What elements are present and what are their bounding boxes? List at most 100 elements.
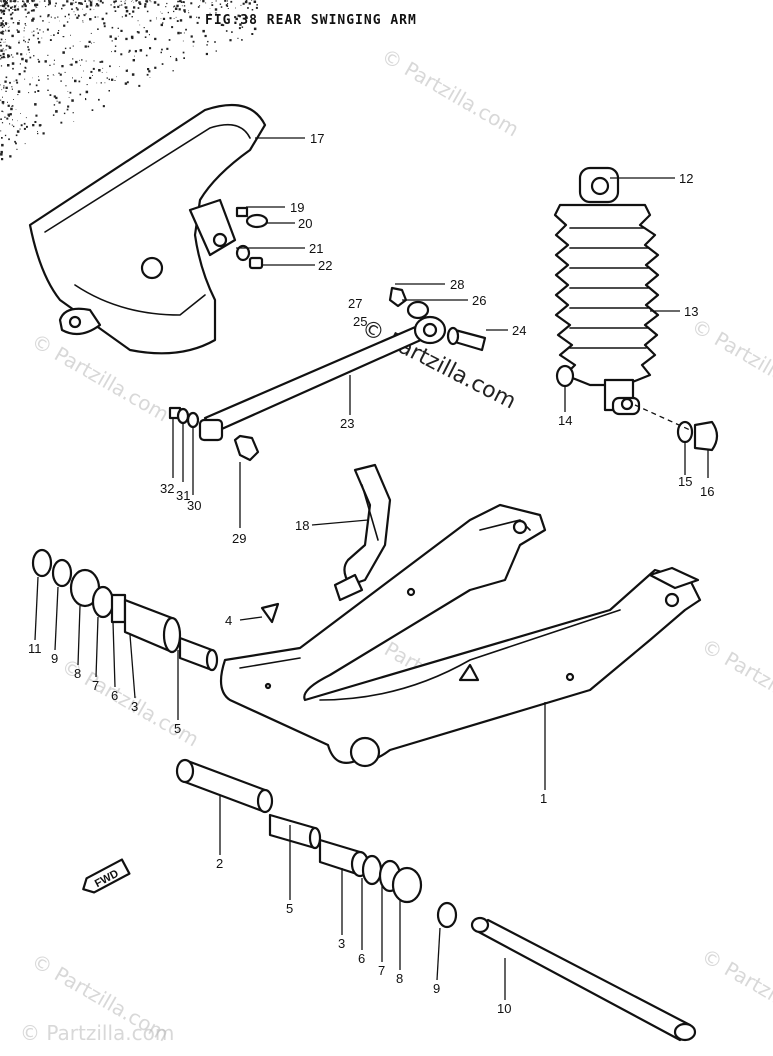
speckle [134,55,135,57]
speckle [7,9,9,11]
speckle [0,54,2,57]
link-fasteners[interactable] [168,286,487,462]
speckle [13,80,15,82]
speckle [37,131,38,132]
speckle [27,11,30,14]
speckle [73,2,75,4]
speckle [12,1,14,2]
grease-nipple-4[interactable] [260,602,280,624]
speckle [5,44,8,47]
chain-case[interactable] [28,103,267,355]
speckle [178,8,181,11]
speckle [238,27,241,30]
rear-shock-absorber[interactable] [553,166,660,416]
speckle [55,2,57,5]
speckle [13,5,17,8]
speckle [117,35,119,37]
speckle [33,30,35,32]
speckle [15,79,18,82]
speckle [114,80,116,81]
speckle [27,48,30,51]
left-pivot-parts[interactable] [31,548,219,672]
speckle [120,53,123,56]
speckle [72,112,74,114]
speckle [161,12,163,14]
speckle [82,8,83,10]
speckle [121,16,123,18]
speckle [176,4,179,8]
callout-18: 18 [295,518,309,533]
speckle [58,30,60,32]
callout-8: 8 [74,666,81,681]
pivot-shaft[interactable] [470,916,697,1042]
swing-arm[interactable] [219,503,702,768]
speckle [173,10,175,13]
speckle [10,6,13,9]
speckle [190,2,193,5]
speckle [108,90,110,92]
speckle [149,47,152,50]
speckle [41,37,43,39]
cap-nut-16[interactable] [693,420,719,452]
speckle [88,0,90,2]
speckle [11,124,13,126]
speckle [134,50,137,53]
speckle [114,37,117,40]
speckle [48,2,51,5]
speckle [55,96,58,100]
speckle [11,88,13,90]
speckle [160,11,161,13]
speckle [98,98,100,101]
chain-guard[interactable] [333,463,392,602]
washer-14[interactable] [555,364,575,388]
speckle [18,91,20,93]
speckle [188,12,190,14]
speckle [65,85,67,87]
speckle [89,18,92,21]
speckle [47,14,50,17]
speckle [84,45,87,48]
speckle [7,4,9,7]
speckle [31,19,34,22]
speckle [154,37,157,41]
callout-27: 27 [348,296,362,311]
speckle [128,13,131,15]
speckle [130,35,134,39]
speckle [68,13,70,16]
speckle [97,0,99,2]
speckle [2,20,4,22]
speckle [204,34,207,38]
speckle [73,121,75,122]
speckle [39,29,41,31]
speckle [26,53,27,55]
speckle [63,36,65,38]
callout-9b: 9 [433,981,440,996]
speckle [123,0,125,2]
speckle [92,67,95,70]
speckle [237,14,240,17]
case-fasteners[interactable] [235,206,269,270]
speckle [126,81,129,84]
speckle [10,17,13,20]
speckle [69,91,72,94]
speckle [23,127,26,130]
speckle [23,3,26,6]
callout-numbers: 17 19 20 21 22 12 13 14 15 16 28 27 26 2… [28,131,714,1016]
torque-link[interactable] [198,315,447,442]
speckle [74,14,76,16]
speckle [13,22,15,24]
speckle [82,22,84,23]
right-pivot-parts[interactable] [175,758,458,929]
speckle [160,23,163,27]
speckle [199,5,201,7]
speckle [0,25,2,27]
speckle [22,0,24,3]
speckle [92,75,93,76]
speckle [91,0,93,2]
speckle [8,55,11,58]
speckle [17,94,19,96]
speckle [94,16,97,18]
speckle [42,20,44,22]
speckle [209,8,211,9]
callout-8b: 8 [396,971,403,986]
